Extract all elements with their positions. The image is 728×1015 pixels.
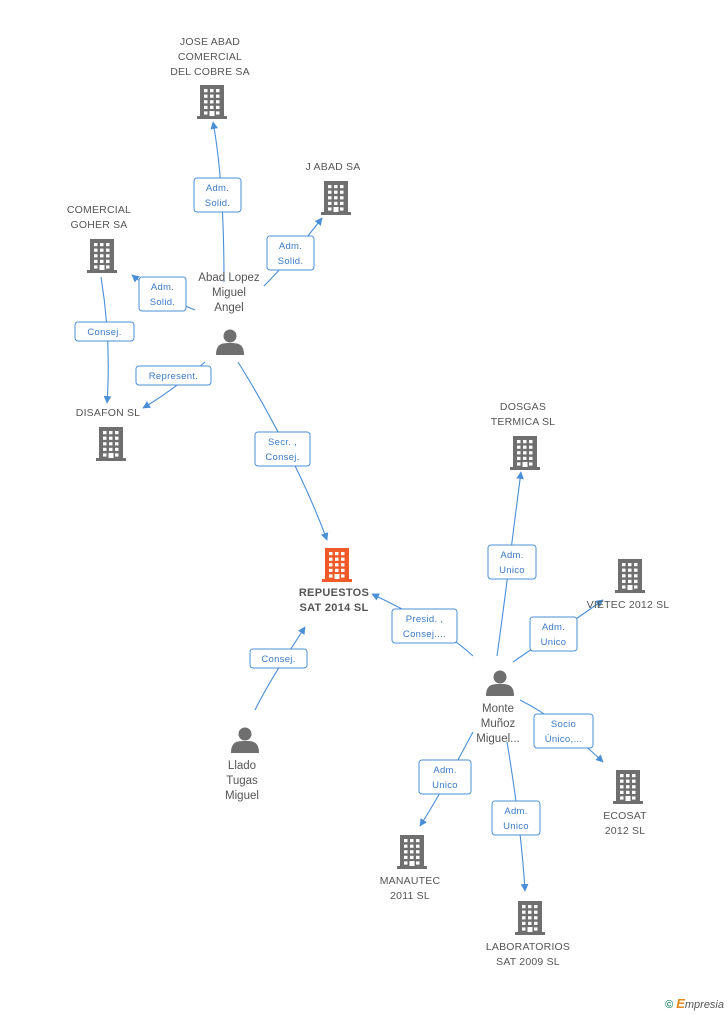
node-label: VIETEC 2012 SL xyxy=(587,599,670,611)
brand-footer[interactable]: ©Empresia xyxy=(665,996,724,1011)
building-icon[interactable] xyxy=(197,85,227,119)
edge-label-text: Adm. xyxy=(542,622,565,633)
edge-label-text: Presid. , xyxy=(406,614,444,625)
node-jose_abad[interactable]: JOSE ABAD COMERCIAL DEL COBRE SA xyxy=(170,36,250,119)
node-label: LABORATORIOS xyxy=(486,941,570,953)
node-comercial_goher[interactable]: COMERCIAL GOHER SA xyxy=(67,204,131,273)
node-label: J ABAD SA xyxy=(306,161,361,173)
edge-label-text: Unico xyxy=(432,780,458,791)
edge-label-text: Unico xyxy=(499,565,525,576)
edge-label-monte-to-ecosat[interactable]: SocioÚnico,... xyxy=(533,713,594,749)
brand-initial: E xyxy=(676,996,685,1011)
edge-label-text: Consej.... xyxy=(403,629,446,640)
node-label: COMERCIAL xyxy=(67,204,131,216)
node-dosgas[interactable]: DOSGAS TERMICA SL xyxy=(491,401,555,470)
edge-label-text: Adm. xyxy=(500,550,523,561)
node-label: DEL COBRE SA xyxy=(170,66,250,78)
node-repuestos[interactable]: REPUESTOS SAT 2014 SL xyxy=(299,548,369,614)
building-icon[interactable] xyxy=(321,181,351,215)
node-label: MANAUTEC xyxy=(380,875,441,887)
node-laboratorios[interactable]: LABORATORIOS SAT 2009 SL xyxy=(486,901,570,968)
node-label: COMERCIAL xyxy=(178,51,242,63)
edge-label-text: Socio xyxy=(551,719,576,730)
building-icon[interactable] xyxy=(397,835,427,869)
building-icon[interactable] xyxy=(515,901,545,935)
nodes-layer: JOSE ABAD COMERCIAL DEL COBRE SA J ABAD SA C… xyxy=(67,36,670,968)
edge-label-text: Adm. xyxy=(279,241,302,252)
node-label: REPUESTOS xyxy=(299,587,369,599)
node-label: GOHER SA xyxy=(70,219,127,231)
node-label: Monte xyxy=(482,703,514,715)
node-label: 2011 SL xyxy=(390,890,430,902)
edge-label-text: Consej. xyxy=(265,452,299,463)
edge-label-monte-to-laboratorios[interactable]: Adm. Unico xyxy=(491,800,541,836)
node-label: Miguel... xyxy=(476,733,519,745)
node-label: JOSE ABAD xyxy=(180,36,240,48)
edge-label-monte-to-vietec[interactable]: Adm. Unico xyxy=(529,616,578,652)
node-label: Abad Lopez xyxy=(198,272,260,284)
edges-layer xyxy=(100,121,604,892)
node-label: DOSGAS xyxy=(500,401,546,413)
edge-label-comercial_goher-to-disafon[interactable]: Consej. xyxy=(74,321,135,342)
node-label: Miguel xyxy=(225,790,259,802)
building-icon[interactable] xyxy=(87,239,117,273)
building-icon[interactable] xyxy=(510,436,540,470)
edge-label-text: Secr. , xyxy=(268,437,297,448)
node-vietec[interactable]: VIETEC 2012 SL xyxy=(587,559,670,611)
edge-labels-layer: Adm. Solid. Adm. Solid. Adm. Solid. Consej. Rep… xyxy=(74,177,594,836)
edge-label-text: Solid. xyxy=(150,297,176,308)
node-j_abad[interactable]: J ABAD SA xyxy=(306,161,361,215)
node-label: TERMICA SL xyxy=(491,416,555,428)
edge-label-monte-to-repuestos[interactable]: Presid. , Consej.... xyxy=(391,608,458,644)
building-icon[interactable] xyxy=(615,559,645,593)
node-label: ECOSAT xyxy=(603,810,647,822)
node-label: Angel xyxy=(214,302,243,314)
node-label: Llado xyxy=(228,760,256,772)
person-icon[interactable] xyxy=(216,329,244,356)
copyright-icon: © xyxy=(665,999,674,1011)
building-icon-highlighted[interactable] xyxy=(322,548,352,582)
node-manautec[interactable]: MANAUTEC 2011 SL xyxy=(380,835,441,902)
edge-label-text: Unico xyxy=(541,637,567,648)
edge-label-monte-to-manautec[interactable]: Adm. Unico xyxy=(418,759,472,795)
node-label: Tugas xyxy=(226,775,258,787)
edge-label-text: Adm. xyxy=(206,183,229,194)
edge-label-text: Unico xyxy=(503,821,529,832)
edge-label-abad_lopez-to-j_abad[interactable]: Adm. Solid. xyxy=(266,235,315,271)
edge-label-text: Consej. xyxy=(87,327,121,338)
node-label: Miguel xyxy=(212,287,246,299)
edge-label-monte-to-dosgas[interactable]: Adm. Unico xyxy=(487,544,537,580)
edge-label-abad_lopez-to-disafon[interactable]: Represent. xyxy=(135,365,212,386)
edge-label-llado-to-repuestos[interactable]: Consej. xyxy=(249,648,308,669)
node-disafon[interactable]: DISAFON SL xyxy=(76,407,140,461)
building-icon[interactable] xyxy=(96,427,126,461)
edge-label-text: Adm. xyxy=(433,765,456,776)
edge-label-abad_lopez-to-comercial_goher[interactable]: Adm. Solid. xyxy=(138,276,187,312)
edge-label-text: Consej. xyxy=(261,654,295,665)
node-label: SAT 2014 SL xyxy=(299,602,368,614)
node-label: SAT 2009 SL xyxy=(496,956,560,968)
node-ecosat[interactable]: ECOSAT 2012 SL xyxy=(603,770,647,837)
edge-label-text: Único,... xyxy=(545,734,583,745)
edge-label-text: Adm. xyxy=(151,282,174,293)
edge-label-abad_lopez-to-jose_abad[interactable]: Adm. Solid. xyxy=(193,177,242,213)
person-icon[interactable] xyxy=(231,727,259,754)
edge-label-text: Solid. xyxy=(205,198,231,209)
edge-label-text: Adm. xyxy=(504,806,527,817)
node-monte[interactable]: MonteMuñozMiguel... xyxy=(476,670,520,746)
node-label: Muñoz xyxy=(481,718,516,730)
node-label: 2012 SL xyxy=(605,825,646,837)
node-label: DISAFON SL xyxy=(76,407,140,419)
edge-label-text: Represent. xyxy=(149,371,198,382)
person-icon[interactable] xyxy=(486,670,514,697)
building-icon[interactable] xyxy=(613,770,643,804)
brand-name: mpresia xyxy=(684,999,724,1011)
edge-label-abad_lopez-to-repuestos[interactable]: Secr. , Consej. xyxy=(254,431,311,467)
edge-label-text: Solid. xyxy=(278,256,304,267)
